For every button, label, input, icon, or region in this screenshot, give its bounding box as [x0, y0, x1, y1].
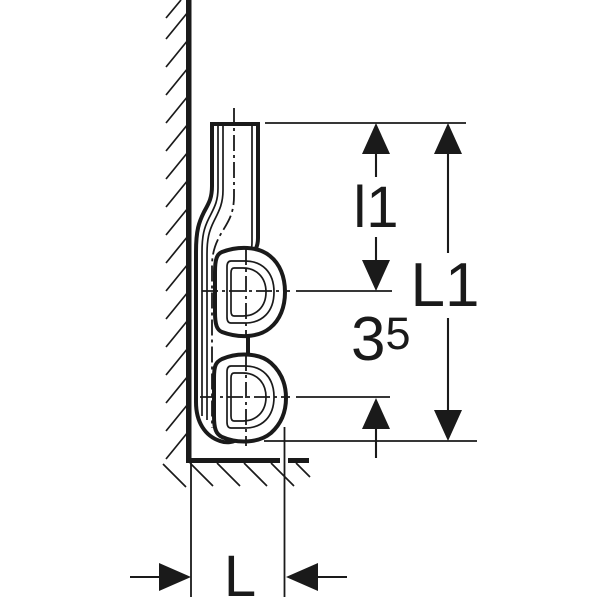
- hatch-line: [165, 207, 189, 236]
- dimension-label-offset: 35: [351, 305, 411, 374]
- reference-lines: [190, 122, 477, 597]
- offset-superscript-digit: 5: [385, 308, 410, 359]
- dimension-label-L: L: [224, 544, 256, 600]
- dimension-L: L: [130, 544, 347, 600]
- arrow-up-icon: [362, 398, 390, 429]
- arrow-left-icon: [286, 563, 318, 591]
- hatch-line: [165, 0, 182, 19]
- wall-hatching: [165, 0, 189, 460]
- hatch-line: [165, 151, 189, 180]
- hatch-line: [165, 179, 189, 208]
- hatch-line: [295, 462, 311, 478]
- lower-socket-inner-ring-2: [230, 372, 267, 422]
- hatch-line: [270, 462, 295, 487]
- arrow-up-icon: [434, 123, 462, 154]
- hatch-line: [162, 463, 187, 488]
- hatch-line: [165, 291, 189, 320]
- hatch-line: [165, 39, 189, 68]
- floor-hatching: [162, 462, 311, 488]
- arrow-down-icon: [434, 410, 462, 441]
- hatch-line: [165, 235, 189, 264]
- hatch-line: [165, 67, 189, 96]
- hatch-line: [165, 95, 189, 124]
- hatch-line: [165, 431, 189, 460]
- dimension-label-L1: L1: [411, 251, 480, 320]
- arrow-right-icon: [159, 563, 191, 591]
- lower-socket-inner-ring-1: [226, 365, 275, 429]
- wall-section: [165, 0, 192, 461]
- arrow-up-icon: [362, 123, 390, 154]
- upper-socket-inner-ring-2: [230, 267, 267, 317]
- floor-section: [162, 458, 311, 488]
- hatch-line: [165, 403, 189, 432]
- hatch-line: [165, 319, 189, 348]
- fitting-inner-wall-left-2: [206, 126, 224, 420]
- dimension-L1: L1: [411, 123, 480, 441]
- fitting-inner-wall-left: [201, 126, 219, 416]
- hatch-line: [165, 123, 189, 152]
- dimension-l1: l1: [353, 123, 399, 291]
- offset-base-digit: 3: [351, 305, 385, 374]
- hatch-line: [165, 375, 189, 404]
- dimension-label-l1: l1: [353, 175, 398, 240]
- hatch-line: [165, 347, 189, 376]
- hatch-line: [165, 263, 189, 292]
- arrow-down-icon: [362, 260, 390, 291]
- upper-socket-inner-ring-1: [226, 260, 275, 324]
- hatch-line: [243, 462, 268, 487]
- hatch-line: [216, 462, 241, 487]
- hatch-line: [189, 462, 214, 487]
- dimension-offset: 35: [351, 305, 411, 458]
- pipe-fitting: [194, 108, 290, 446]
- hatch-line: [165, 11, 189, 40]
- wall-line: [186, 0, 192, 461]
